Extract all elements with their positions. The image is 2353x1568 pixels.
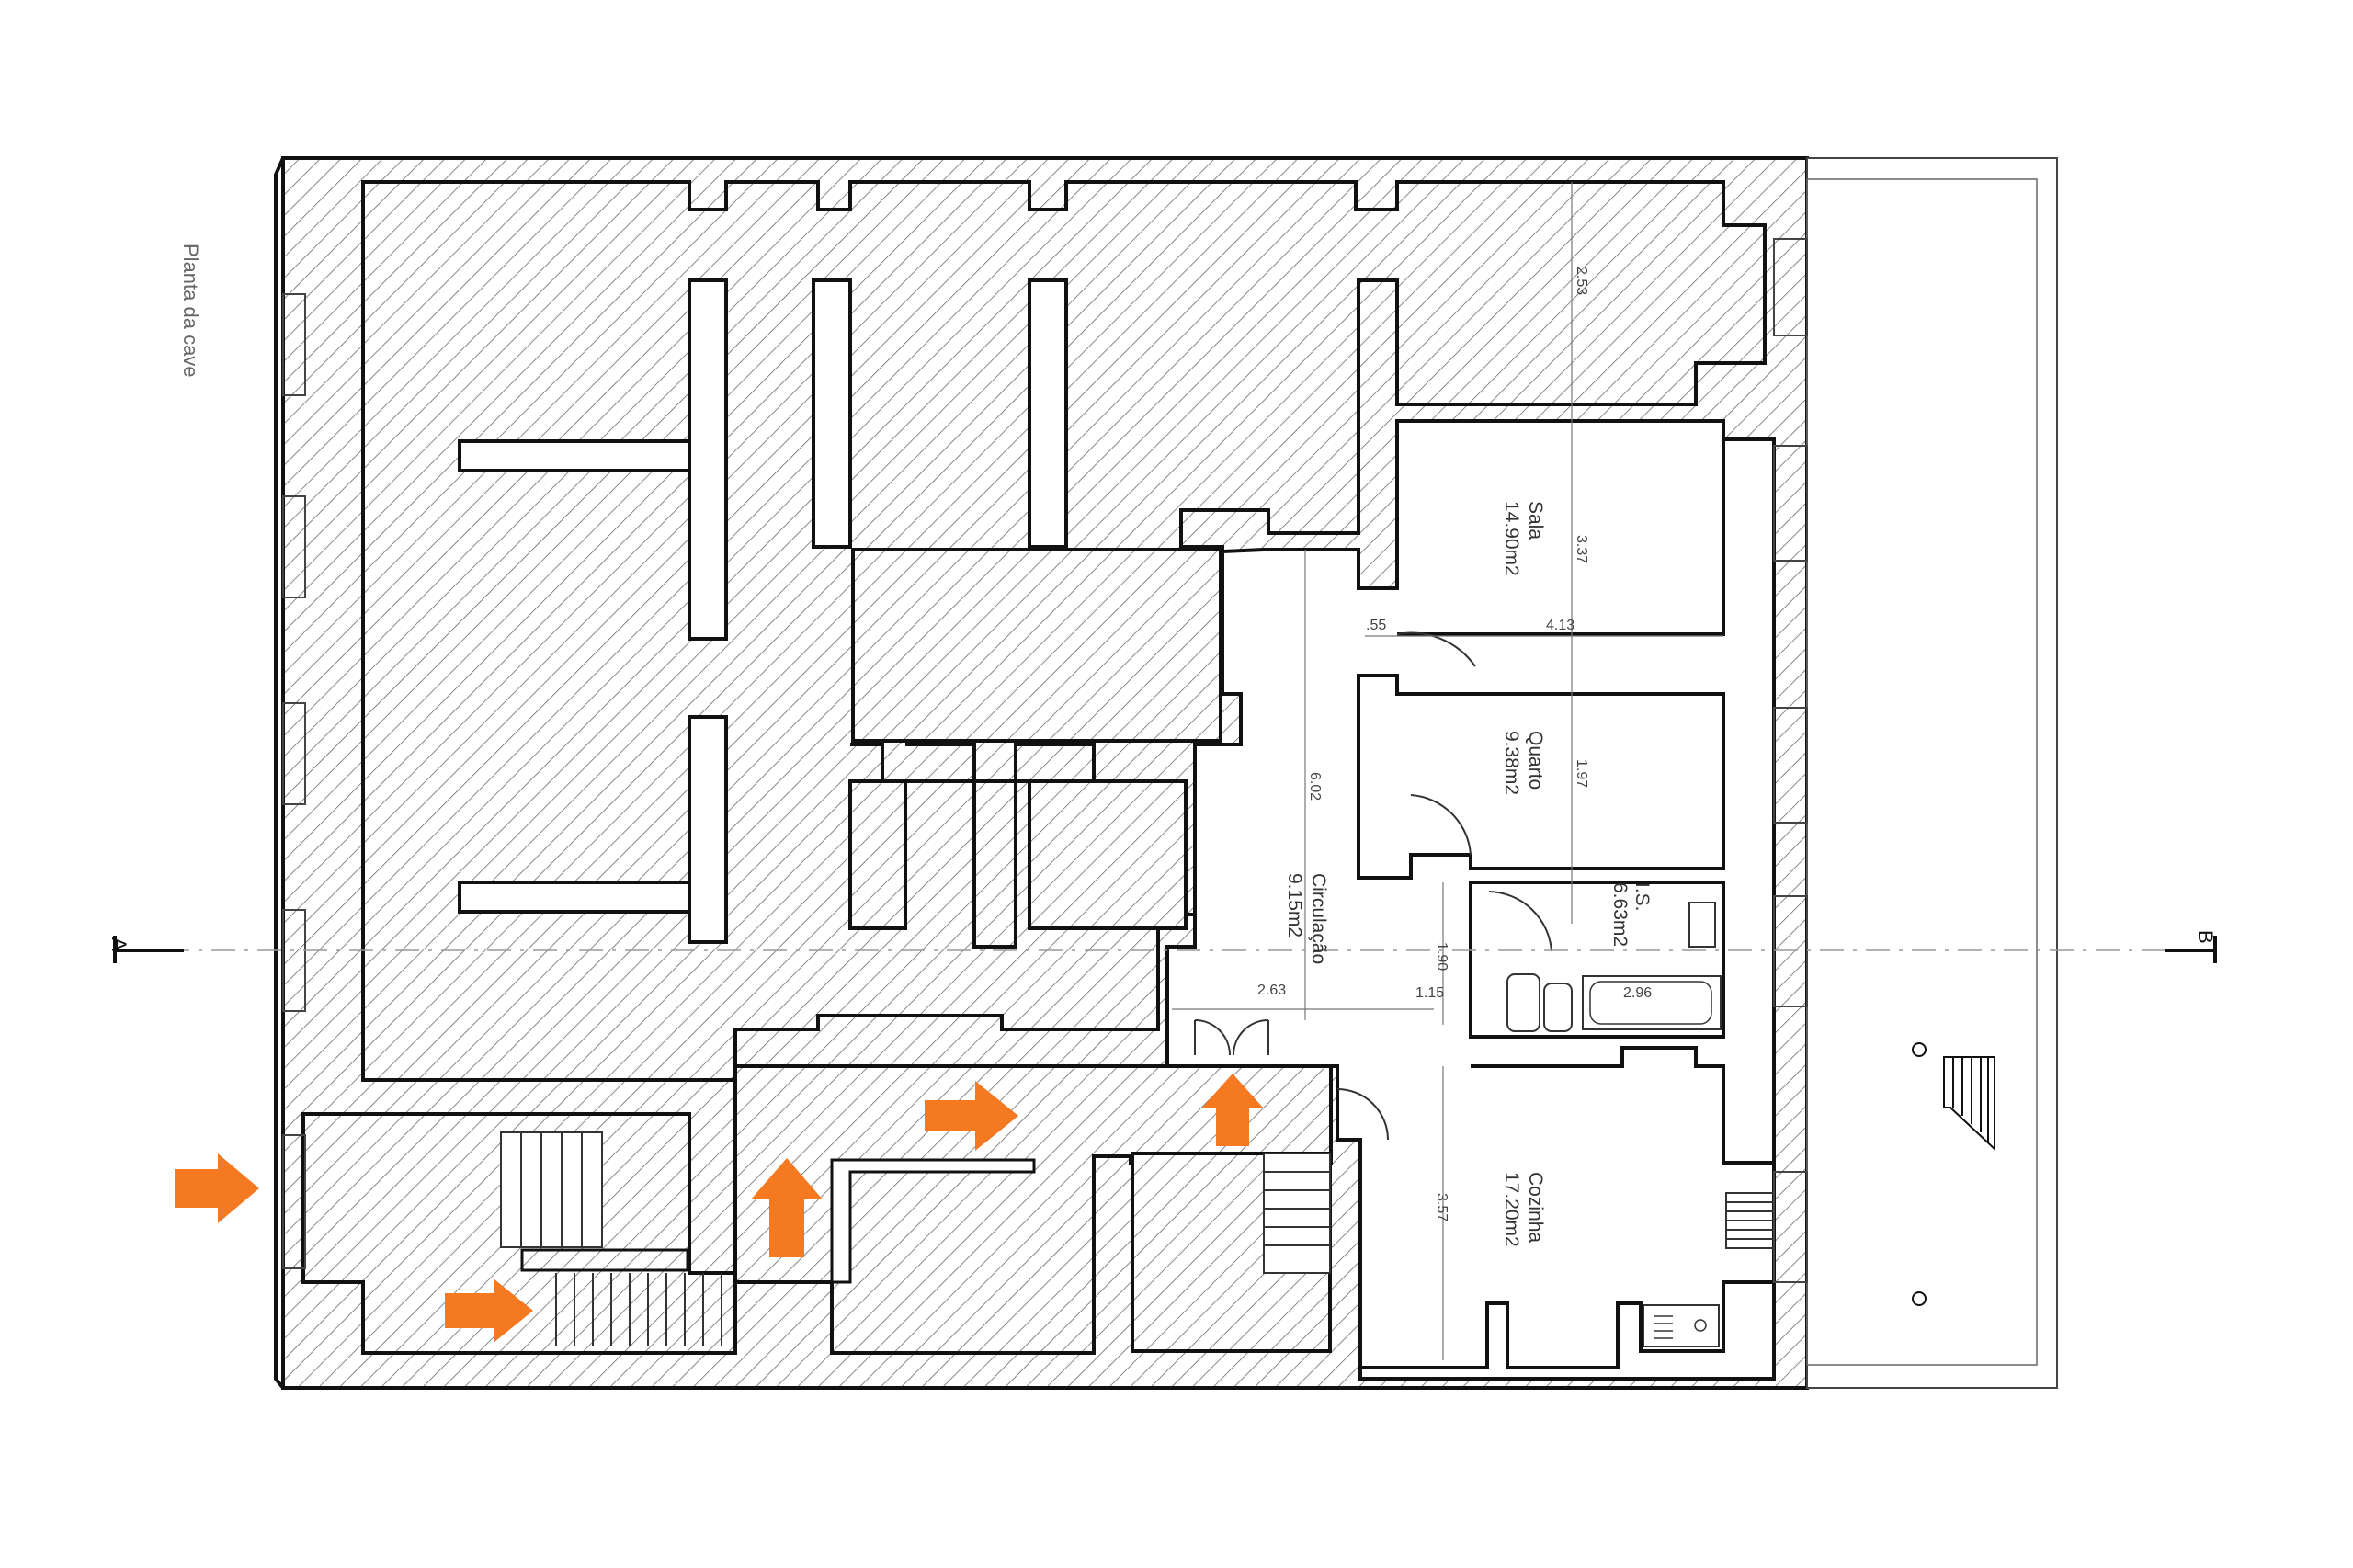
arrow-left-entrance (175, 1153, 259, 1223)
room-area-is: 6.63m2 (1609, 882, 1631, 947)
room-area-cozinha: 17.20m2 (1501, 1172, 1522, 1247)
arrow-corridor-up (751, 1158, 823, 1257)
section-mark-a: A (108, 937, 131, 951)
dim-3-37: 3.37 (1574, 535, 1589, 563)
left-facade-windows (282, 293, 306, 1269)
arrows (175, 1074, 1263, 1342)
room-area-circulacao: 9.15m2 (1284, 873, 1305, 937)
room-name-quarto: Quarto (1525, 731, 1546, 790)
dim-1-90: 1.90 (1434, 942, 1449, 971)
dimension-lines (1172, 182, 1723, 1360)
hall-left (361, 180, 1767, 1082)
room-name-sala: Sala (1525, 501, 1546, 540)
dim-6-02: 6.02 (1307, 772, 1323, 801)
drawing-title: Planta da cave (179, 244, 202, 378)
room-name-is: I.S. (1631, 882, 1653, 912)
kitchen-stair (1725, 1192, 1775, 1249)
section-mark-b: B (2194, 930, 2217, 944)
room-area-sala: 14.90m2 (1501, 501, 1522, 576)
arrow-stairs (445, 1279, 533, 1342)
stair-flight-lower (555, 1273, 722, 1346)
dim-2-63: 2.63 (1257, 983, 1286, 998)
lower-corridor (733, 1064, 1333, 1355)
dim-3-57: 3.57 (1434, 1193, 1449, 1221)
dim-0-55: .55 (1366, 618, 1386, 633)
dim-2-53: 2.53 (1574, 267, 1589, 295)
stair-flight-upper (500, 1131, 689, 1272)
room-name-circulacao: Circulação (1308, 873, 1329, 964)
small-stair (1263, 1153, 1331, 1274)
section-line (113, 936, 2217, 963)
dim-1-15: 1.15 (1415, 985, 1444, 1001)
stair-wing (301, 1112, 737, 1355)
dim-2-96: 2.96 (1623, 985, 1652, 1001)
terrace (1912, 1042, 1995, 1306)
dim-1-97: 1.97 (1574, 759, 1589, 788)
room-area-quarto: 9.38m2 (1501, 731, 1522, 795)
arrow-corridor-right (925, 1081, 1018, 1151)
room-name-cozinha: Cozinha (1525, 1172, 1546, 1243)
apartment (1165, 238, 1808, 1381)
arrow-door-up (1202, 1074, 1263, 1146)
dim-4-13: 4.13 (1546, 618, 1574, 633)
labels: Planta da cave A B Sala 14.90m2 Quarto 9… (108, 244, 2217, 1247)
terrace-stair (1943, 1056, 1995, 1152)
